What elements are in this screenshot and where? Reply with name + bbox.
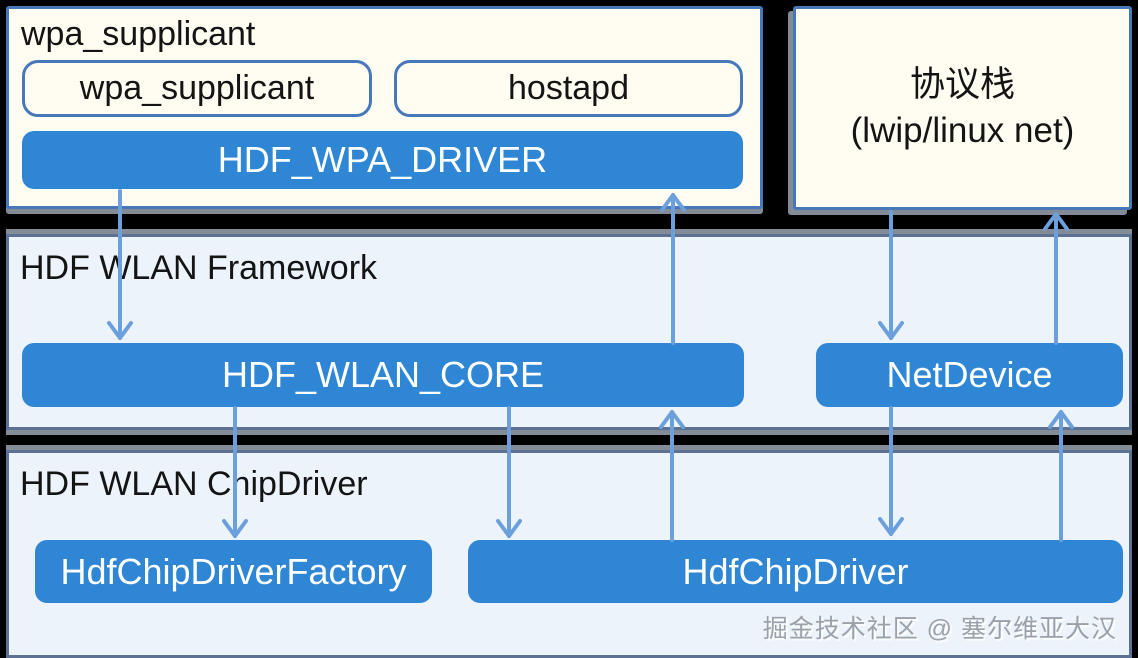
chipdriver-band-title: HDF WLAN ChipDriver [20, 465, 368, 503]
wpa-supplicant-group-title: wpa_supplicant [21, 15, 256, 53]
hdf-wlan-core-bar: HDF_WLAN_CORE [22, 343, 744, 407]
wpa-supplicant-group-box: wpa_supplicant wpa_supplicant hostapd HD… [6, 6, 763, 209]
protocol-stack-text: 协议栈 (lwip/linux net) [851, 62, 1075, 154]
protocol-stack-title: 协议栈 [909, 64, 1015, 104]
protocol-stack-subtitle: (lwip/linux net) [850, 111, 1075, 150]
hdf-wpa-driver-label: HDF_WPA_DRIVER [217, 139, 548, 180]
hdfchipdriver-bar: HdfChipDriver [468, 540, 1123, 603]
hdfchipdriverfactory-label: HdfChipDriverFactory [60, 550, 407, 592]
wpa-supplicant-node-label: wpa_supplicant [79, 69, 315, 107]
hostapd-node: hostapd [394, 60, 743, 117]
netdevice-bar: NetDevice [816, 343, 1123, 407]
hdf-wlan-core-label: HDF_WLAN_CORE [221, 354, 545, 395]
wpa-supplicant-node: wpa_supplicant [22, 60, 372, 117]
netdevice-label: NetDevice [886, 354, 1053, 395]
framework-band-title: HDF WLAN Framework [20, 249, 378, 287]
hdf-wlan-chipdriver-band: HDF WLAN ChipDriver HdfChipDriverFactory… [6, 450, 1132, 658]
hostapd-node-label: hostapd [508, 69, 629, 107]
hdfchipdriverfactory-bar: HdfChipDriverFactory [35, 540, 432, 603]
hdf-wpa-driver-bar: HDF_WPA_DRIVER [22, 131, 743, 189]
protocol-stack-box: 协议栈 (lwip/linux net) [793, 6, 1132, 210]
hdf-wlan-framework-band: HDF WLAN Framework HDF_WLAN_CORE NetDevi… [6, 234, 1132, 430]
watermark: 掘金技术社区 @ 塞尔维亚大汉 [762, 615, 1117, 643]
hdfchipdriver-label: HdfChipDriver [682, 550, 909, 592]
